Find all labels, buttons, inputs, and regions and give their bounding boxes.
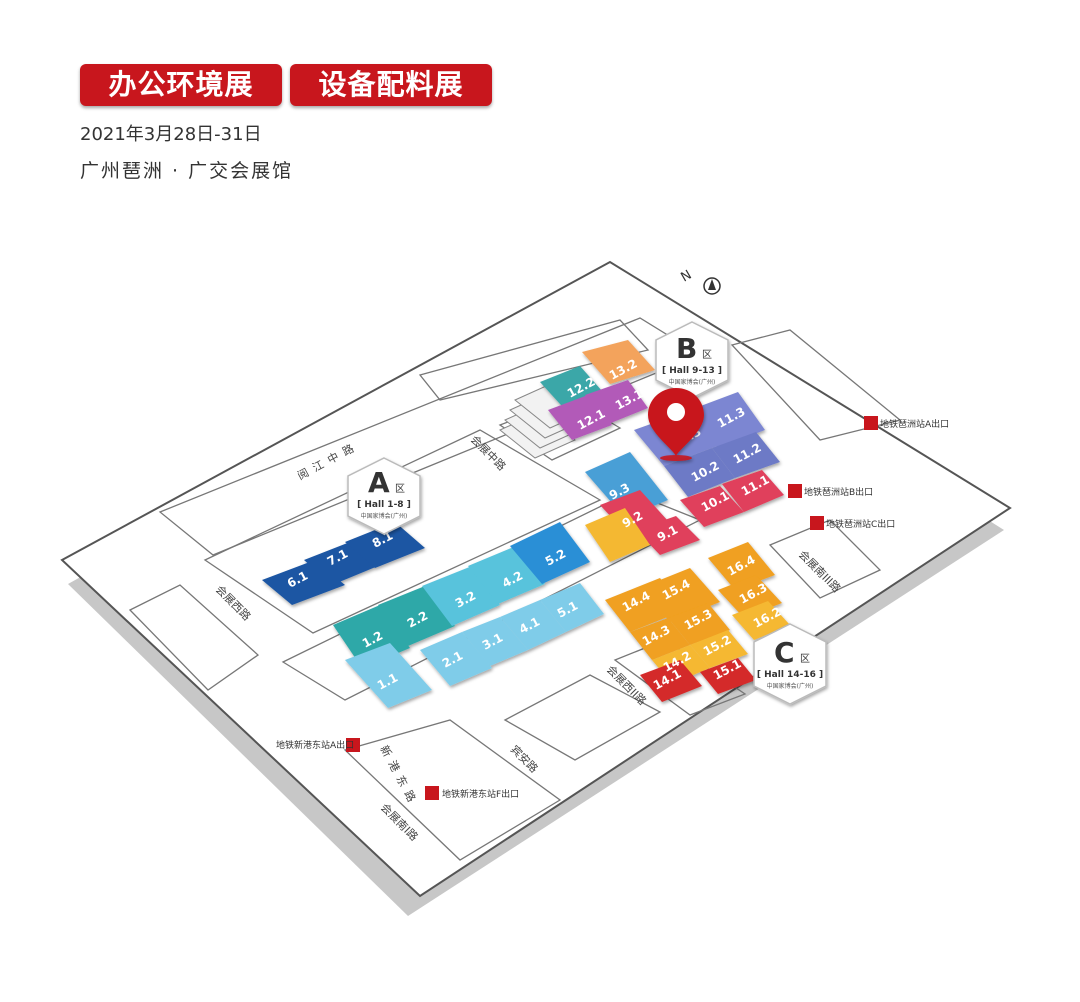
stacked-building xyxy=(499,381,591,459)
metro-label: 地铁琶洲站C出口 xyxy=(826,518,895,530)
zone-note: 中国家博会(广州) xyxy=(767,682,814,690)
zone-note: 中国家博会(广州) xyxy=(361,512,408,520)
compass-label: N xyxy=(679,268,695,286)
exhibition-tag-equipment: 设备配料展 xyxy=(290,64,492,106)
zone-c-halls xyxy=(605,542,790,702)
metro-exit-a[interactable]: 地铁琶洲站A出口 xyxy=(864,416,949,430)
metro-icon xyxy=(788,484,802,498)
zone-a-marker[interactable]: A 区 [ Hall 1-8 ] 中国家博会(广州) xyxy=(347,457,421,535)
hall-11-3 xyxy=(690,392,765,448)
hall-14-3 xyxy=(630,618,690,660)
metro-icon xyxy=(425,786,439,800)
hall-1-1 xyxy=(345,643,432,708)
zone-suffix: 区 xyxy=(800,653,810,665)
zone-letter: B xyxy=(676,332,697,365)
metro-label: 地铁新港东站F出口 xyxy=(442,788,519,800)
hall-12-1 xyxy=(548,395,612,440)
zone-marker-hexagon xyxy=(753,623,827,705)
hall-14-1 xyxy=(640,660,702,702)
zone-halls: [ Hall 14-16 ] xyxy=(757,670,823,680)
hall-8-1 xyxy=(345,522,425,568)
hall-5-1 xyxy=(540,583,604,632)
zone-letter: A xyxy=(368,466,390,499)
metro-icon xyxy=(810,516,824,530)
metro-markers: 地铁琶洲站A出口 地铁琶洲站B出口 地铁琶洲站C出口 地铁新港东站A出口 地铁新… xyxy=(276,416,949,800)
hall-10-1 xyxy=(680,486,744,527)
exhibition-tag-office: 办公环境展 xyxy=(80,64,282,106)
hall-9-1 xyxy=(636,516,700,555)
metro-exit-d[interactable]: 地铁新港东站A出口 xyxy=(276,738,360,752)
zone-halls: [ Hall 1-8 ] xyxy=(357,500,411,510)
metro-exit-c[interactable]: 地铁琶洲站C出口 xyxy=(810,516,895,530)
zone-halls: [ Hall 9-13 ] xyxy=(662,366,722,376)
zone-a-halls xyxy=(262,522,604,708)
event-date: 2021年3月28日-31日 xyxy=(80,124,262,145)
zone-suffix: 区 xyxy=(395,483,405,495)
hall-15-1 xyxy=(700,658,756,694)
zone-note: 中国家博会(广州) xyxy=(669,378,716,386)
compass-icon xyxy=(703,277,721,295)
hall-5-2 xyxy=(510,522,590,584)
zone-b-marker[interactable]: B 区 [ Hall 9-13 ] 中国家博会(广州) xyxy=(655,321,729,399)
metro-icon xyxy=(864,416,878,430)
hall-16-2 xyxy=(732,601,790,640)
hall-11-2 xyxy=(712,432,780,478)
metro-exit-b[interactable]: 地铁琶洲站B出口 xyxy=(788,484,873,498)
hall-2-1 xyxy=(420,632,492,686)
metro-label: 地铁琶洲站B出口 xyxy=(804,486,873,498)
hall-11-1 xyxy=(722,470,784,512)
metro-exit-e[interactable]: 地铁新港东站F出口 xyxy=(425,786,519,800)
hall-4-1 xyxy=(500,600,566,650)
zone-marker-hexagon xyxy=(347,457,421,535)
hall-3-1 xyxy=(462,617,528,666)
metro-label: 地铁新港东站A出口 xyxy=(276,739,354,751)
hall-9-1-wing xyxy=(585,508,650,562)
hall-15-3 xyxy=(668,603,730,645)
metro-label: 地铁琶洲站A出口 xyxy=(880,418,949,430)
zone-c-marker[interactable]: C 区 [ Hall 14-16 ] 中国家博会(广州) xyxy=(753,623,827,705)
zone-letter: C xyxy=(774,636,795,669)
metro-icon xyxy=(346,738,360,752)
hall-13-2 xyxy=(582,340,655,384)
location-pin-icon[interactable] xyxy=(648,388,704,461)
event-venue: 广州琶洲 · 广交会展馆 xyxy=(80,160,294,182)
zone-suffix: 区 xyxy=(702,349,712,361)
hall-15-2 xyxy=(690,630,748,668)
